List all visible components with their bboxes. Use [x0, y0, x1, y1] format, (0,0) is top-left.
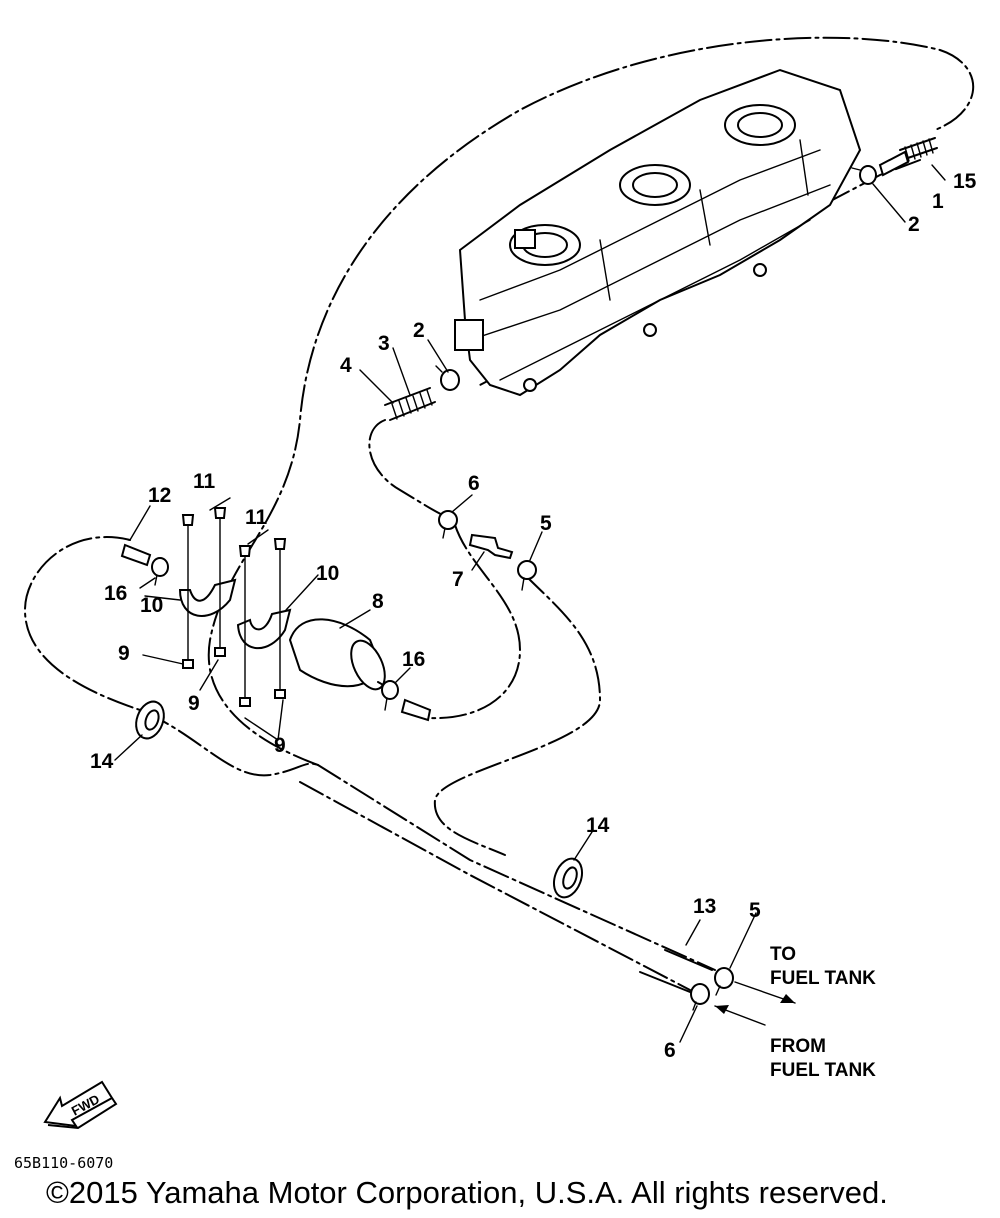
fuel-hose-left-loop — [24, 536, 319, 777]
hose-1 — [878, 150, 910, 177]
callout-5-upper: 5 — [540, 512, 552, 535]
clamp-2-carb — [435, 365, 460, 391]
callout-16-filter: 16 — [402, 648, 425, 671]
callout-16-left: 16 — [104, 582, 127, 605]
fuel-line-lower-lower — [299, 781, 691, 991]
diagram-code: 65B110-6070 — [14, 1154, 113, 1172]
callout-11-right: 11 — [245, 506, 268, 529]
callout-3: 3 — [378, 332, 390, 355]
clamp-6-upper — [438, 510, 458, 539]
from-label-line1: FROM — [770, 1036, 826, 1057]
fwd-arrow-icon: FWD — [43, 1080, 118, 1130]
callout-9-right: 9 — [274, 734, 286, 757]
fuel-hose-return — [433, 574, 601, 856]
leader-lines — [114, 164, 946, 1043]
callout-2-carb: 2 — [413, 319, 425, 342]
fuel-hose-main-loop — [207, 36, 975, 766]
callout-11-left: 11 — [193, 470, 216, 493]
clamp-5-lower — [714, 967, 734, 996]
carburetor-assembly — [454, 68, 862, 397]
hose-12 — [120, 543, 152, 567]
fuel-filter-8 — [288, 618, 393, 691]
arrow-to-fuel-tank — [734, 981, 796, 1004]
callout-6-upper: 6 — [468, 472, 480, 495]
callout-13: 13 — [693, 895, 716, 918]
to-label-line2: FUEL TANK — [770, 968, 876, 989]
callout-10-left: 10 — [140, 594, 163, 617]
fuel-hose-joint-to-filter — [429, 524, 521, 720]
callout-1: 1 — [932, 190, 944, 213]
fuel-hose-to-joint — [368, 419, 451, 519]
callout-12: 12 — [148, 484, 171, 507]
grommet-14-right — [552, 857, 584, 899]
arrow-from-fuel-tank — [714, 1005, 766, 1026]
clamp-2-top — [851, 165, 877, 185]
joint-7 — [468, 533, 514, 560]
callout-9-left: 9 — [118, 642, 130, 665]
hose-13-upper — [664, 949, 713, 971]
nuts-9 — [182, 647, 286, 707]
callout-14-left: 14 — [90, 750, 114, 773]
callout-15: 15 — [953, 170, 977, 193]
callout-8: 8 — [372, 590, 384, 613]
clamp-5-upper — [517, 560, 537, 591]
bracket-10-right — [236, 608, 292, 650]
callout-2-top: 2 — [908, 213, 920, 236]
callout-9-middle: 9 — [188, 692, 200, 715]
from-label-line2: FUEL TANK — [770, 1060, 876, 1081]
fwd-label: FWD — [69, 1091, 102, 1118]
fuel-line-lower-upper — [317, 764, 716, 971]
grommet-14-left — [135, 700, 165, 740]
to-label-line1: TO — [770, 944, 796, 965]
clamp-16-filter — [381, 680, 399, 711]
clamp-16-left — [151, 557, 169, 586]
hose-13-lower — [639, 971, 691, 993]
callout-7: 7 — [452, 568, 464, 591]
hose-filter-out — [400, 698, 432, 722]
callout-6-lower: 6 — [664, 1039, 676, 1062]
clamp-6-lower — [690, 983, 710, 1011]
screws-11 — [181, 507, 287, 701]
callout-5-lower: 5 — [749, 899, 761, 922]
callout-14-right: 14 — [586, 814, 610, 837]
hose-spring-4 — [384, 387, 436, 421]
callout-4: 4 — [340, 354, 352, 377]
copyright-text: ©2015 Yamaha Motor Corporation, U.S.A. A… — [46, 1175, 888, 1210]
callout-10-right: 10 — [316, 562, 339, 585]
